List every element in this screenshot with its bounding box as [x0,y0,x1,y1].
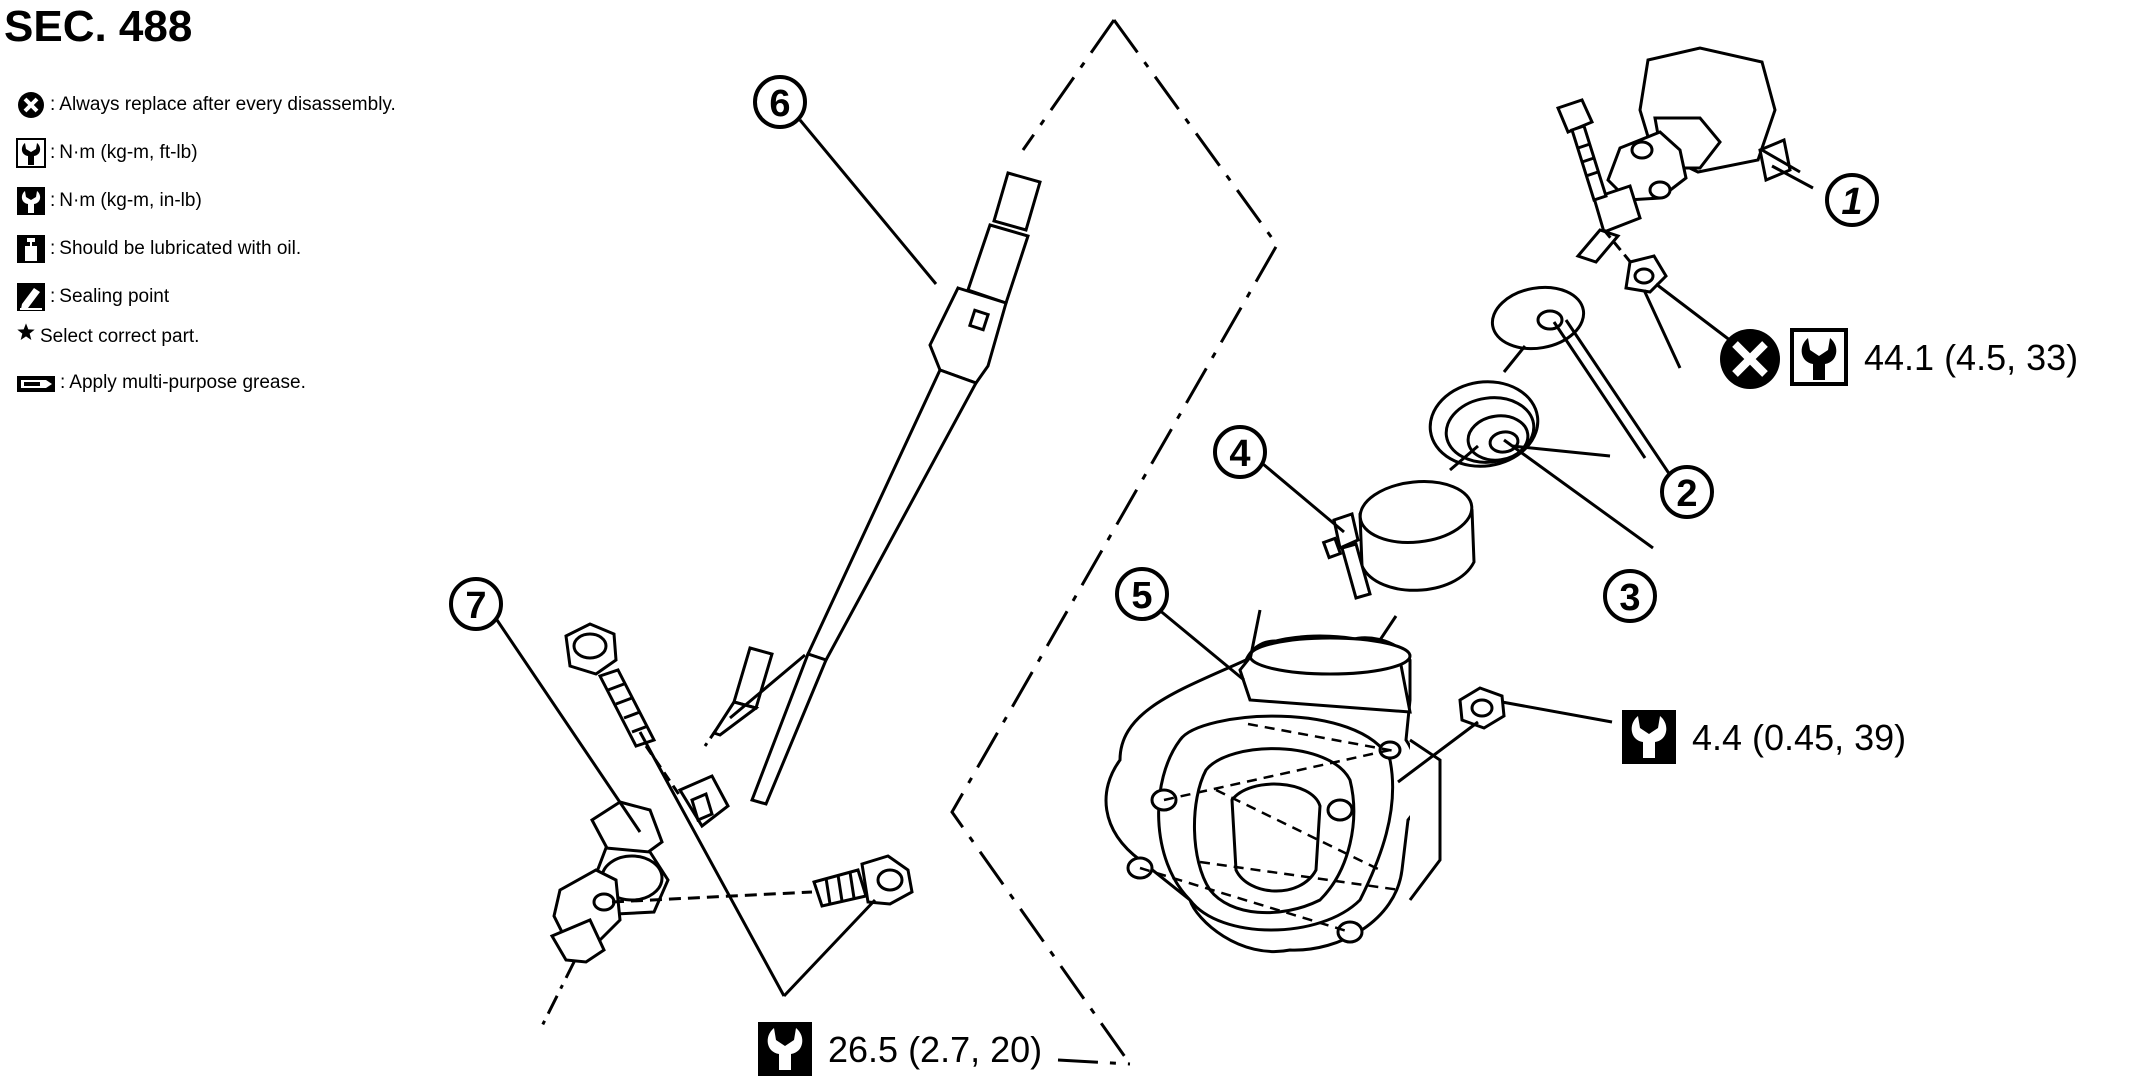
lower-joint-bolt-side [812,854,914,908]
legend-text: Apply multi-purpose grease. [69,372,306,393]
legend-text: N·m (kg-m, ft-lb) [59,142,198,163]
callout-3: 3 [1603,569,1657,623]
legend-item-torque-ft-lb: :N·m (kg-m, ft-lb) [16,136,198,170]
legend-text: N·m (kg-m, in-lb) [59,190,202,211]
torque-spec-upper: 44.1 (4.5, 33) [1720,328,2078,389]
svg-text:1: 1 [1841,181,1862,223]
legend-text: Select correct part. [40,326,200,347]
grease-icon [16,368,56,398]
hidden-lines [1139,722,1401,934]
oil-can-icon [16,234,46,264]
legend-text: Sealing point [59,286,170,307]
torque-value: 26.5 (2.7, 20) [828,1029,1042,1070]
boot-nut-part [1458,686,1506,730]
section-label: SEC. 488 [4,2,193,51]
legend-item-grease: :Apply multi-purpose grease. [16,366,306,400]
upper-bolt-part [1555,98,1608,202]
legend-item-torque-in-lb: :N·m (kg-m, in-lb) [16,184,202,218]
torque-wrench-solid-icon [758,1022,812,1076]
clamp-part [1321,480,1476,600]
torque-wrench-solid-icon [16,186,46,216]
legend-text: Always replace after every disassembly. [59,94,396,115]
column-hole-cover-part [1490,285,1586,351]
torque-wrench-icon [1790,328,1848,386]
torque-wrench-solid-icon [1622,710,1676,764]
torque-spec-lower: 26.5 (2.7, 20) [758,1022,1042,1076]
torque-spec-boot: 4.4 (0.45, 39) [1622,710,1906,764]
legend-item-sealing: :Sealing point [16,280,169,314]
upper-joint-part [1575,46,1792,264]
legend-text: Should be lubricated with oil. [59,238,302,259]
hole-seal-part [1428,380,1540,468]
callout-2: 2 [1660,465,1714,519]
legend-item-select-part: Select correct part. [16,320,199,354]
legend-item-oil: :Should be lubricated with oil. [16,232,301,266]
lower-joint-bolt-top [564,622,657,748]
leader-lines [495,119,1814,998]
callout-6: 6 [753,75,807,129]
assembly-boundary-line [950,19,1279,1066]
torque-value: 4.4 (0.45, 39) [1692,717,1906,758]
callout-1: 1 [1825,173,1879,227]
svg-text:7: 7 [465,585,486,627]
x-circle-icon [16,90,46,120]
legend-item-replace: :Always replace after every disassembly. [16,88,396,122]
torque-wrench-icon [16,138,46,168]
svg-text:3: 3 [1619,577,1640,619]
star-icon [16,322,36,352]
svg-text:5: 5 [1131,575,1152,617]
sealing-point-icon [16,282,46,312]
svg-text:6: 6 [769,83,790,125]
callout-4: 4 [1213,425,1267,479]
boot-assembly-part [1104,634,1442,953]
svg-text:2: 2 [1676,473,1697,515]
svg-text:4: 4 [1229,433,1250,475]
callout-7: 7 [449,577,503,631]
lower-joint-part [549,774,730,964]
torque-value: 44.1 (4.5, 33) [1864,337,2078,378]
steering-shaft-part [711,171,1042,806]
x-circle-icon [1720,329,1780,389]
callout-5: 5 [1115,567,1169,621]
